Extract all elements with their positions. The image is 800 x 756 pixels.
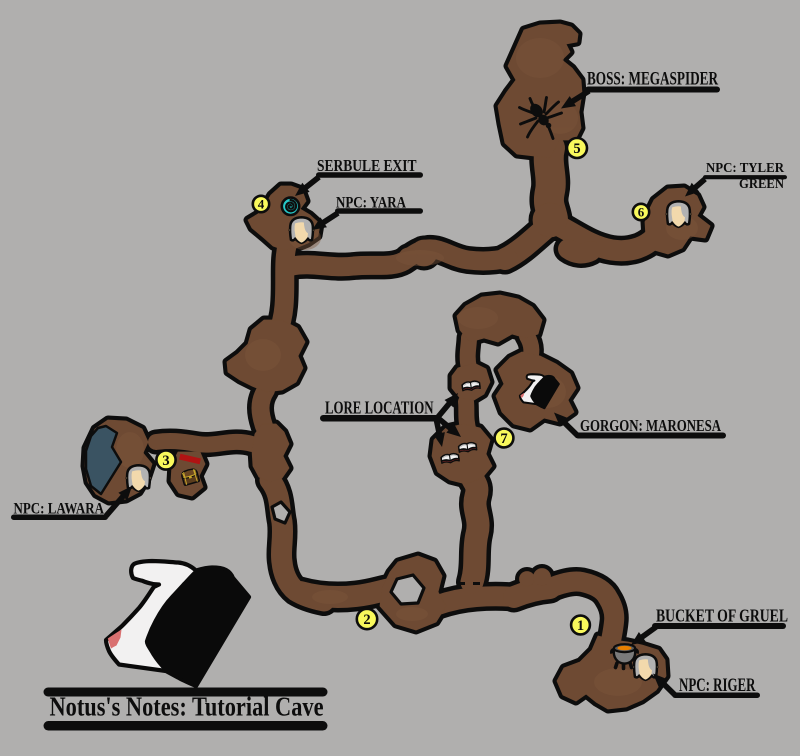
svg-text:3: 3 (162, 453, 169, 469)
svg-text:1: 1 (577, 618, 584, 634)
svg-text:2: 2 (363, 612, 370, 628)
svg-text:BUCKET OF GRUEL: BUCKET OF GRUEL (656, 606, 788, 626)
svg-text:4: 4 (258, 197, 265, 212)
svg-text:SERBULE EXIT: SERBULE EXIT (317, 156, 417, 175)
svg-text:5: 5 (573, 141, 580, 157)
svg-text:7: 7 (500, 431, 507, 447)
svg-text:GORGON: MARONESA: GORGON: MARONESA (580, 416, 721, 435)
svg-text:6: 6 (638, 205, 645, 220)
svg-text:NPC: TYLER: NPC: TYLER (706, 160, 785, 175)
svg-text:BOSS: MEGASPIDER: BOSS: MEGASPIDER (587, 70, 718, 90)
svg-text:LORE LOCATION: LORE LOCATION (325, 398, 434, 418)
svg-text:NPC: YARA: NPC: YARA (336, 194, 407, 211)
svg-text:GREEN: GREEN (739, 176, 784, 191)
svg-text:NPC: RIGER: NPC: RIGER (679, 675, 756, 696)
svg-text:Notus's Notes: Tutorial Cave: Notus's Notes: Tutorial Cave (50, 692, 324, 722)
svg-text:NPC: LAWARA: NPC: LAWARA (14, 500, 105, 517)
